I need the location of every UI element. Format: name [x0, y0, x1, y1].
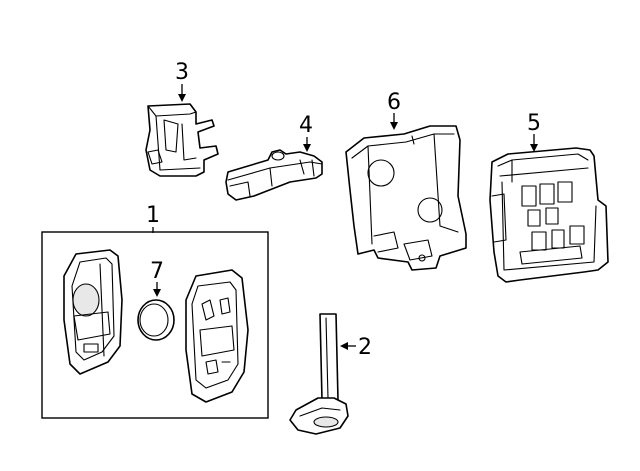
- callout-labels: 3 4 6 5 1 7 2: [146, 60, 541, 360]
- part-4-sensor: [225, 149, 323, 201]
- callout-2: 2: [358, 335, 372, 360]
- part-7-battery: [137, 299, 175, 341]
- part-1-kit-box: [41, 231, 269, 419]
- callout-7: 7: [150, 259, 164, 284]
- part-6-module-bracket: [345, 125, 467, 271]
- callout-4: 4: [299, 113, 313, 138]
- callout-6: 6: [387, 90, 401, 115]
- callout-leaders: [152, 84, 538, 350]
- callout-1: 1: [146, 203, 160, 228]
- part-1-key-fob-back: [185, 269, 249, 403]
- part-3-bracket: [145, 103, 219, 177]
- part-5-control-module: [489, 147, 609, 283]
- part-1-key-fob-front: [63, 249, 123, 375]
- callout-3: 3: [175, 60, 189, 85]
- callout-5: 5: [527, 111, 541, 136]
- part-2-key-blade: [289, 313, 349, 435]
